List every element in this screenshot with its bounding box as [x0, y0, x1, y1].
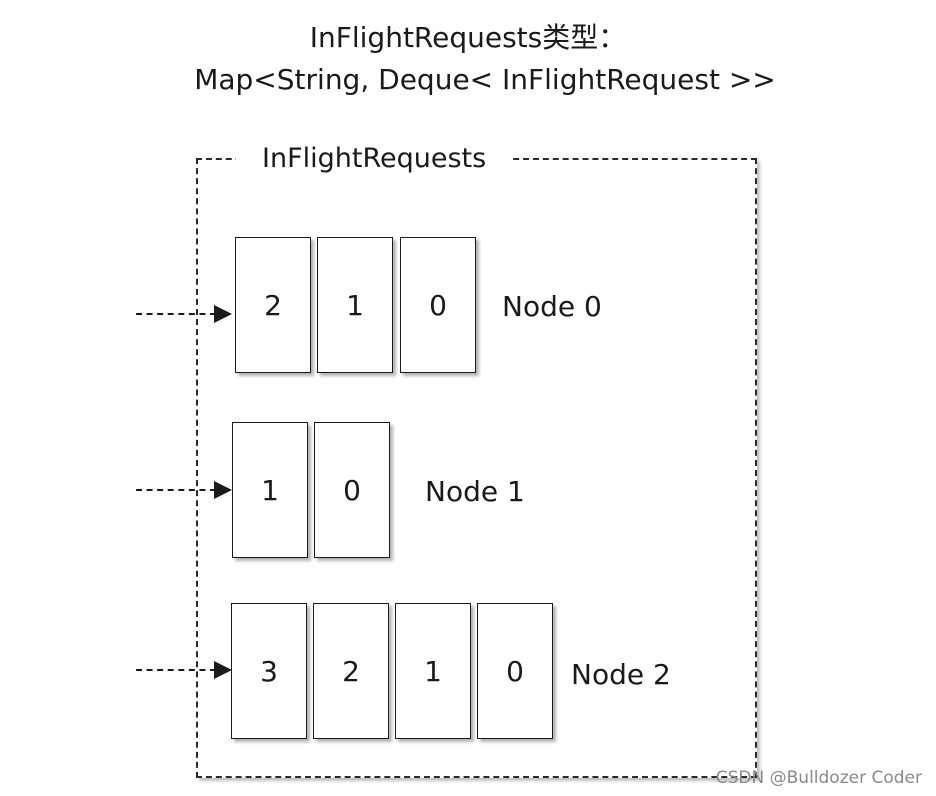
- diagram-subtitle-type-signature: Map<String, Deque< InFlightRequest >>: [194, 63, 776, 96]
- arrowhead-icon: [214, 481, 232, 499]
- container-label: InFlightRequests: [236, 141, 513, 177]
- arrowhead-icon: [214, 661, 232, 679]
- node-0-pointer-arrow: [136, 304, 236, 324]
- node-2-pointer-arrow: [136, 660, 236, 680]
- watermark: CSDN @Bulldozer Coder: [715, 768, 922, 788]
- arrowhead-icon: [214, 305, 232, 323]
- node-0-request-cell: 2: [235, 237, 311, 373]
- node-2-request-cell: 2: [313, 603, 389, 739]
- node-1-pointer-arrow: [136, 480, 236, 500]
- node-2-request-cell: 0: [477, 603, 553, 739]
- node-0-request-cell: 0: [400, 237, 476, 373]
- node-2-request-cell: 1: [395, 603, 471, 739]
- node-1-label: Node 1: [425, 475, 525, 508]
- node-0-label: Node 0: [502, 290, 602, 323]
- node-2-request-cell: 3: [231, 603, 307, 739]
- dashed-line: [136, 313, 216, 315]
- dashed-line: [136, 669, 216, 671]
- node-2-deque: 3 2 1 0: [231, 603, 561, 739]
- node-0-request-cell: 1: [317, 237, 393, 373]
- node-1-request-cell: 0: [314, 422, 390, 558]
- node-0-deque: 2 1 0: [235, 237, 485, 373]
- node-1-request-cell: 1: [232, 422, 308, 558]
- node-2-label: Node 2: [571, 658, 671, 691]
- dashed-line: [136, 489, 216, 491]
- diagram-title: InFlightRequests类型：: [309, 21, 627, 54]
- node-1-deque: 1 0: [232, 422, 402, 558]
